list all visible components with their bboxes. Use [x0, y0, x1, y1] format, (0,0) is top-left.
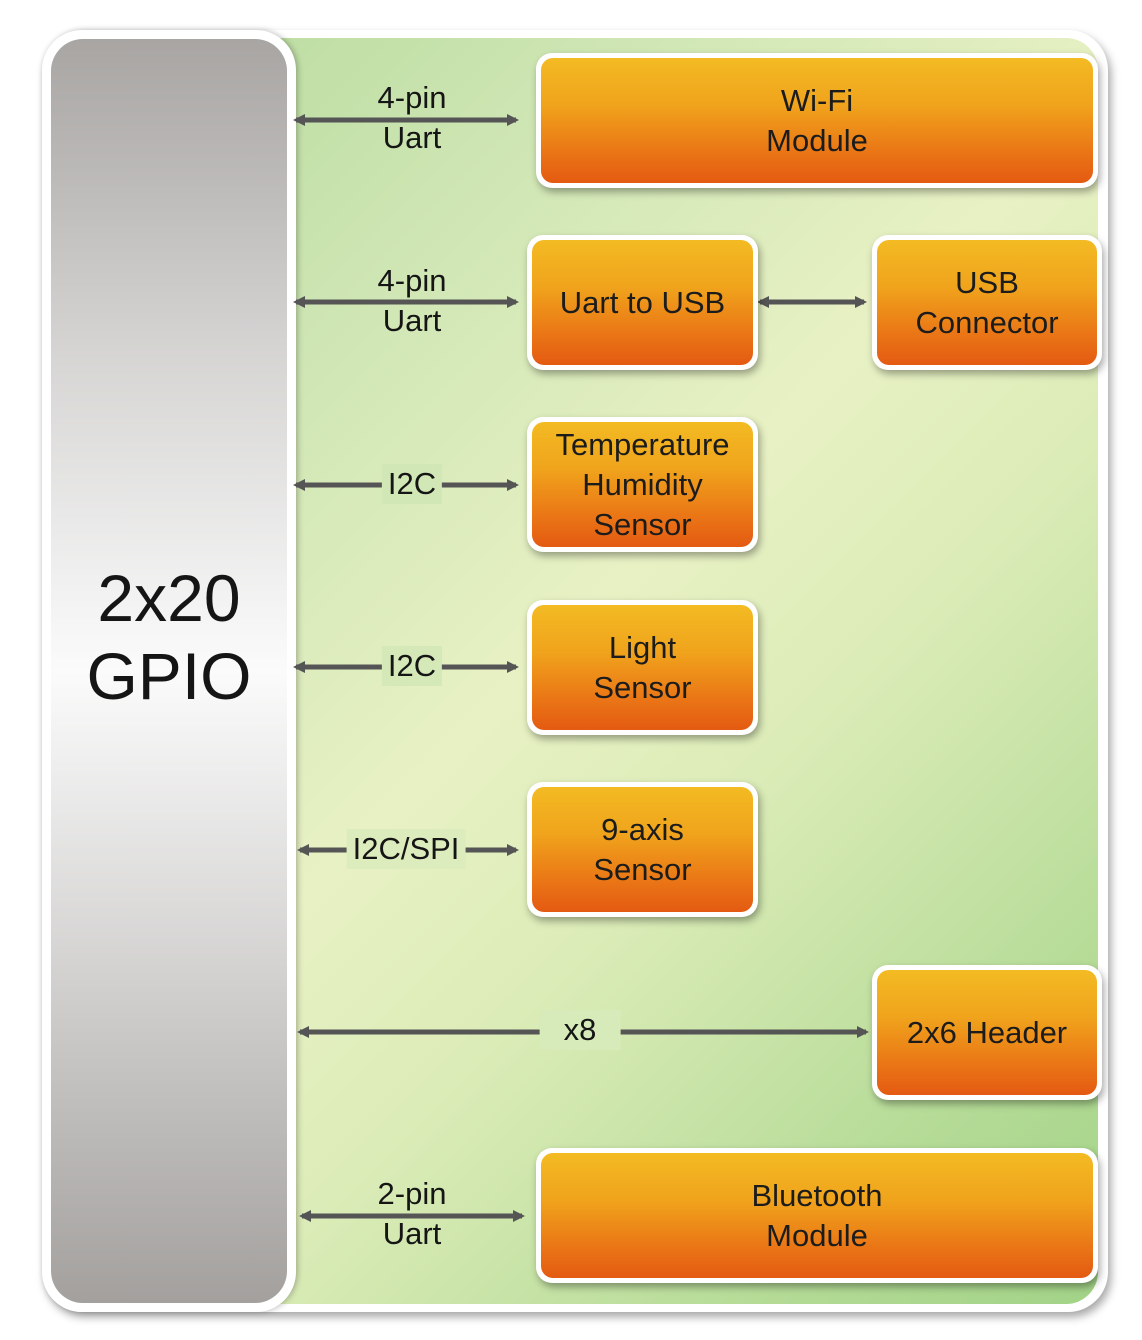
- bluetooth-module-label: Bluetooth Module: [751, 1177, 883, 1253]
- wifi-module-block: Wi-Fi Module: [536, 53, 1098, 188]
- nine-axis-sensor-label: 9-axis Sensor: [593, 811, 692, 887]
- bluetooth-module-block: Bluetooth Module: [536, 1148, 1098, 1283]
- wifi-module-label: Wi-Fi Module: [766, 82, 868, 158]
- usb-connector-label: USB Connector: [915, 264, 1059, 340]
- link-label-nine-axis: I2C/SPI: [346, 829, 466, 869]
- gpio-label: 2x20 GPIO: [86, 561, 252, 713]
- light-sensor-label: Light Sensor: [593, 629, 692, 705]
- light-sensor-block: Light Sensor: [527, 600, 758, 735]
- link-label-header: x8: [539, 1010, 621, 1050]
- link-label-wifi: 4-pin Uart: [377, 80, 447, 155]
- gpio-block-body: 2x20 GPIO: [51, 39, 287, 1303]
- temp-humidity-sensor-label: Temperature Humidity Sensor: [555, 426, 730, 542]
- uart-to-usb-label: Uart to USB: [559, 284, 726, 320]
- temp-humidity-sensor-block: Temperature Humidity Sensor: [527, 417, 758, 552]
- link-label-bluetooth: 2-pin Uart: [377, 1176, 447, 1251]
- link-label-light: I2C: [381, 646, 443, 686]
- usb-connector-block: USB Connector: [872, 235, 1102, 370]
- link-label-uart-usb: 4-pin Uart: [377, 263, 447, 338]
- link-label-temp-humidity: I2C: [381, 464, 443, 504]
- uart-to-usb-block: Uart to USB: [527, 235, 758, 370]
- nine-axis-sensor-block: 9-axis Sensor: [527, 782, 758, 917]
- header-label: 2x6 Header: [906, 1014, 1068, 1050]
- header-block: 2x6 Header: [872, 965, 1102, 1100]
- gpio-block: 2x20 GPIO: [42, 30, 296, 1312]
